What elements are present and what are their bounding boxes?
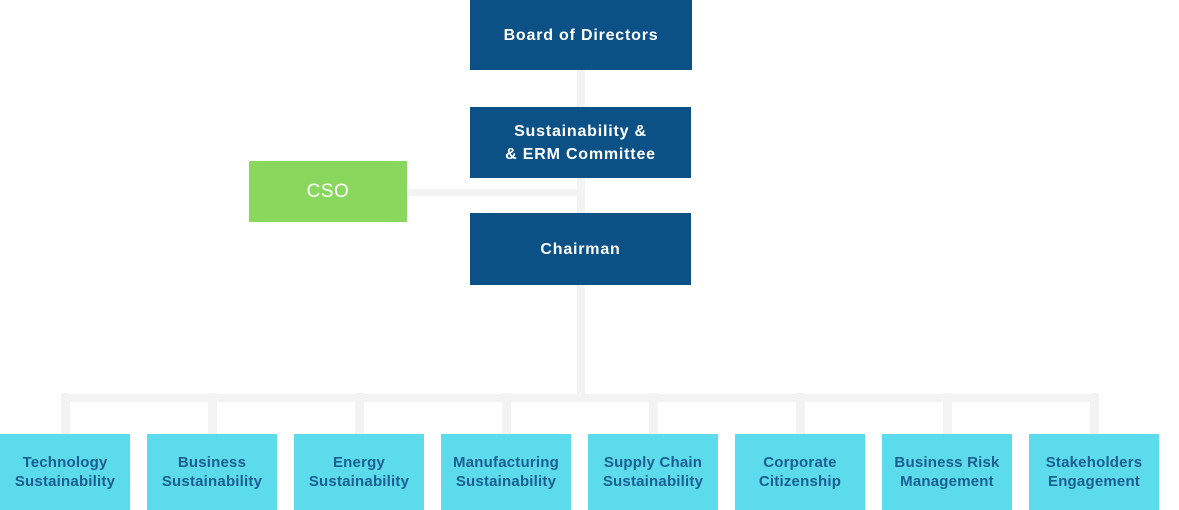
connector-department-stub (355, 393, 364, 434)
cso-node: CSO (249, 161, 407, 222)
department-line1: Stakeholders (1045, 454, 1143, 471)
department-line2: Sustainability (161, 473, 263, 490)
board-of-directors-node: Board of Directors (470, 0, 692, 70)
connector-department-stub (61, 393, 70, 434)
sustainability-erm-committee-node: Sustainability & & ERM Committee (470, 107, 691, 178)
department-line1: Energy (332, 454, 386, 471)
department-line2: Sustainability (308, 473, 410, 490)
committee-line2: & ERM Committee (505, 145, 656, 163)
department-line2: Management (900, 473, 994, 490)
connector-department-stub (208, 393, 217, 434)
chairman-label: Chairman (540, 240, 621, 258)
board-of-directors-label: Board of Directors (503, 26, 659, 44)
connector-department-stub (1090, 393, 1099, 434)
department-line1: Business (177, 454, 247, 471)
department-line1: Corporate (763, 454, 837, 471)
department-line2: Sustainability (455, 473, 557, 490)
department-line1: Technology (22, 454, 108, 471)
cso-label: CSO (306, 180, 350, 202)
sustainability-erm-committee-label: Sustainability & & ERM Committee (505, 120, 656, 166)
connector-cso-horizontal (400, 189, 585, 196)
chairman-node: Chairman (470, 213, 691, 285)
department-line2: Sustainability (14, 473, 116, 490)
connector-department-stub (502, 393, 511, 434)
department-line1: Manufacturing (453, 454, 559, 471)
department-line1: Business Risk (894, 454, 1000, 471)
connector-department-stub (649, 393, 658, 434)
department-line2: Citizenship (758, 473, 842, 490)
department-line1: Supply Chain (603, 454, 703, 471)
department-line2: Sustainability (602, 473, 704, 490)
connector-department-stub (943, 393, 952, 434)
connector-department-stub (796, 393, 805, 434)
connector-horizontal-distribution (62, 394, 1098, 402)
department-line2: Engagement (1047, 473, 1140, 490)
committee-line1: Sustainability & (514, 122, 647, 140)
